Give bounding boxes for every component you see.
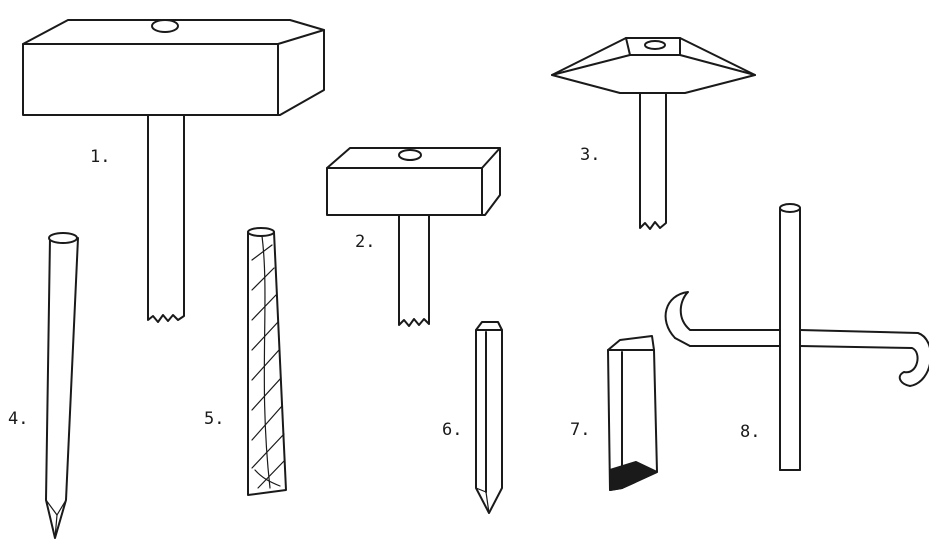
label-5: 5. <box>204 409 224 429</box>
tool-3-pyramid-head: 3. <box>551 37 756 230</box>
tool-8-hooked-cross: 8. <box>664 203 929 471</box>
label-2: 2. <box>355 232 375 252</box>
tool-5-shaded-rod: 5. <box>204 227 287 496</box>
label-6: 6. <box>442 420 462 440</box>
label-8: 8. <box>740 422 760 442</box>
tool-1-large-hammer: 1. <box>22 19 325 323</box>
tool-2-small-hammer: 2. <box>326 147 501 327</box>
tool-4-pointed-rod: 4. <box>8 232 79 539</box>
label-4: 4. <box>8 409 28 429</box>
label-7: 7. <box>570 420 590 440</box>
tool-6-square-bar: 6. <box>442 321 503 514</box>
tool-7-chisel: 7. <box>570 335 658 491</box>
label-3: 3. <box>580 145 600 165</box>
label-1: 1. <box>90 147 110 167</box>
tool-5-hatching <box>251 235 286 489</box>
